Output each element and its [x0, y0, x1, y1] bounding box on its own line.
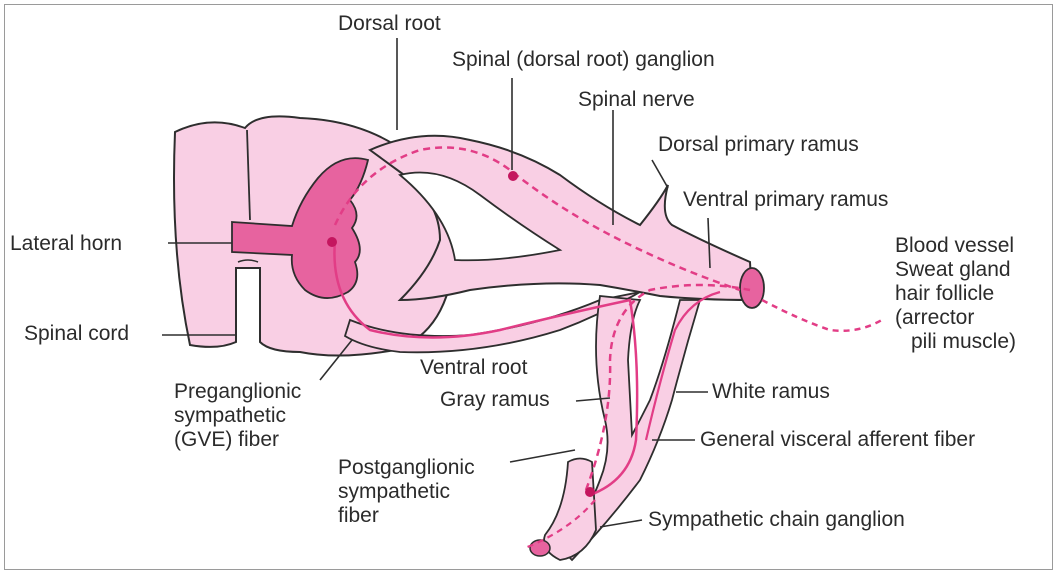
preganglionic-line-3: (GVE) fiber: [174, 428, 301, 452]
chain-neuron: [585, 487, 595, 497]
leader-postganglionic: [510, 450, 575, 462]
target-line-3: hair follicle: [895, 282, 1016, 306]
target-line-4: (arrector: [895, 306, 1016, 330]
label-dorsal-root: Dorsal root: [338, 12, 441, 36]
label-sympathetic-chain-ganglion: Sympathetic chain ganglion: [648, 508, 905, 532]
preganglionic-line-1: Preganglionic: [174, 380, 301, 404]
ganglion-neuron: [508, 171, 518, 181]
sympathetic-ganglion-shape: [544, 459, 596, 561]
label-spinal-nerve: Spinal nerve: [578, 88, 695, 112]
label-general-visceral-afferent: General visceral afferent fiber: [700, 428, 975, 452]
spinal-nerve-end: [740, 268, 764, 308]
target-line-5: pili muscle): [895, 330, 1016, 354]
postganglionic-line-1: Postganglionic: [338, 456, 475, 480]
lateral-horn-neuron: [327, 237, 337, 247]
target-line-2: Sweat gland: [895, 258, 1016, 282]
label-spinal-cord: Spinal cord: [24, 322, 129, 346]
label-dorsal-primary-ramus: Dorsal primary ramus: [658, 133, 859, 157]
postganglionic-line-2: sympathetic: [338, 480, 475, 504]
label-ventral-root: Ventral root: [420, 356, 527, 380]
preganglionic-line-2: sympathetic: [174, 404, 301, 428]
label-targets: Blood vessel Sweat gland hair follicle (…: [895, 234, 1016, 354]
leader-dorsal-primary: [652, 160, 668, 188]
label-lateral-horn: Lateral horn: [10, 232, 122, 256]
target-line-1: Blood vessel: [895, 234, 1016, 258]
label-gray-ramus: Gray ramus: [440, 388, 550, 412]
postganglionic-line-3: fiber: [338, 504, 475, 528]
label-spinal-ganglion: Spinal (dorsal root) ganglion: [452, 48, 715, 72]
target-fiber: [762, 300, 885, 331]
label-postganglionic: Postganglionic sympathetic fiber: [338, 456, 475, 528]
label-ventral-primary-ramus: Ventral primary ramus: [683, 188, 888, 212]
label-preganglionic: Preganglionic sympathetic (GVE) fiber: [174, 380, 301, 452]
label-white-ramus: White ramus: [712, 380, 830, 404]
